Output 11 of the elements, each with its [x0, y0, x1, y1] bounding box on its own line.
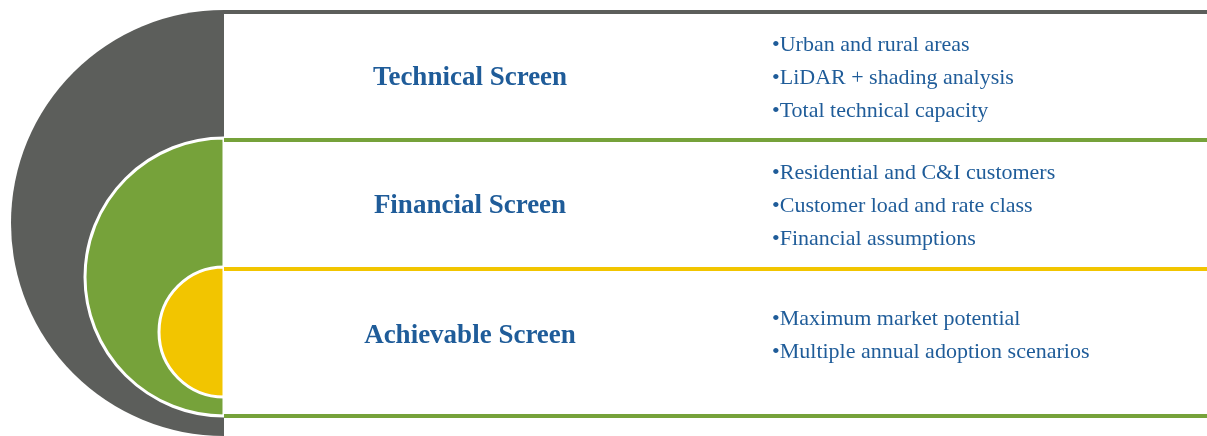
bullet-item: •Maximum market potential: [772, 304, 1022, 332]
screen-title: Achievable Screen: [364, 317, 576, 351]
bullet-item: •LiDAR + shading analysis: [772, 62, 1015, 91]
bullet-item: •Urban and rural areas: [772, 29, 971, 58]
bullet-item: •Financial assumptions: [772, 224, 977, 252]
bullet-item: •Customer load and rate class: [772, 191, 1034, 219]
screen-title: Technical Screen: [372, 59, 568, 93]
bullet-item: •Residential and C&I customers: [772, 158, 1057, 186]
bullet-item: •Total technical capacity: [772, 95, 990, 124]
screen-title: Financial Screen: [373, 188, 567, 222]
bullet-item: •Multiple annual adoption scenarios: [772, 337, 1091, 365]
